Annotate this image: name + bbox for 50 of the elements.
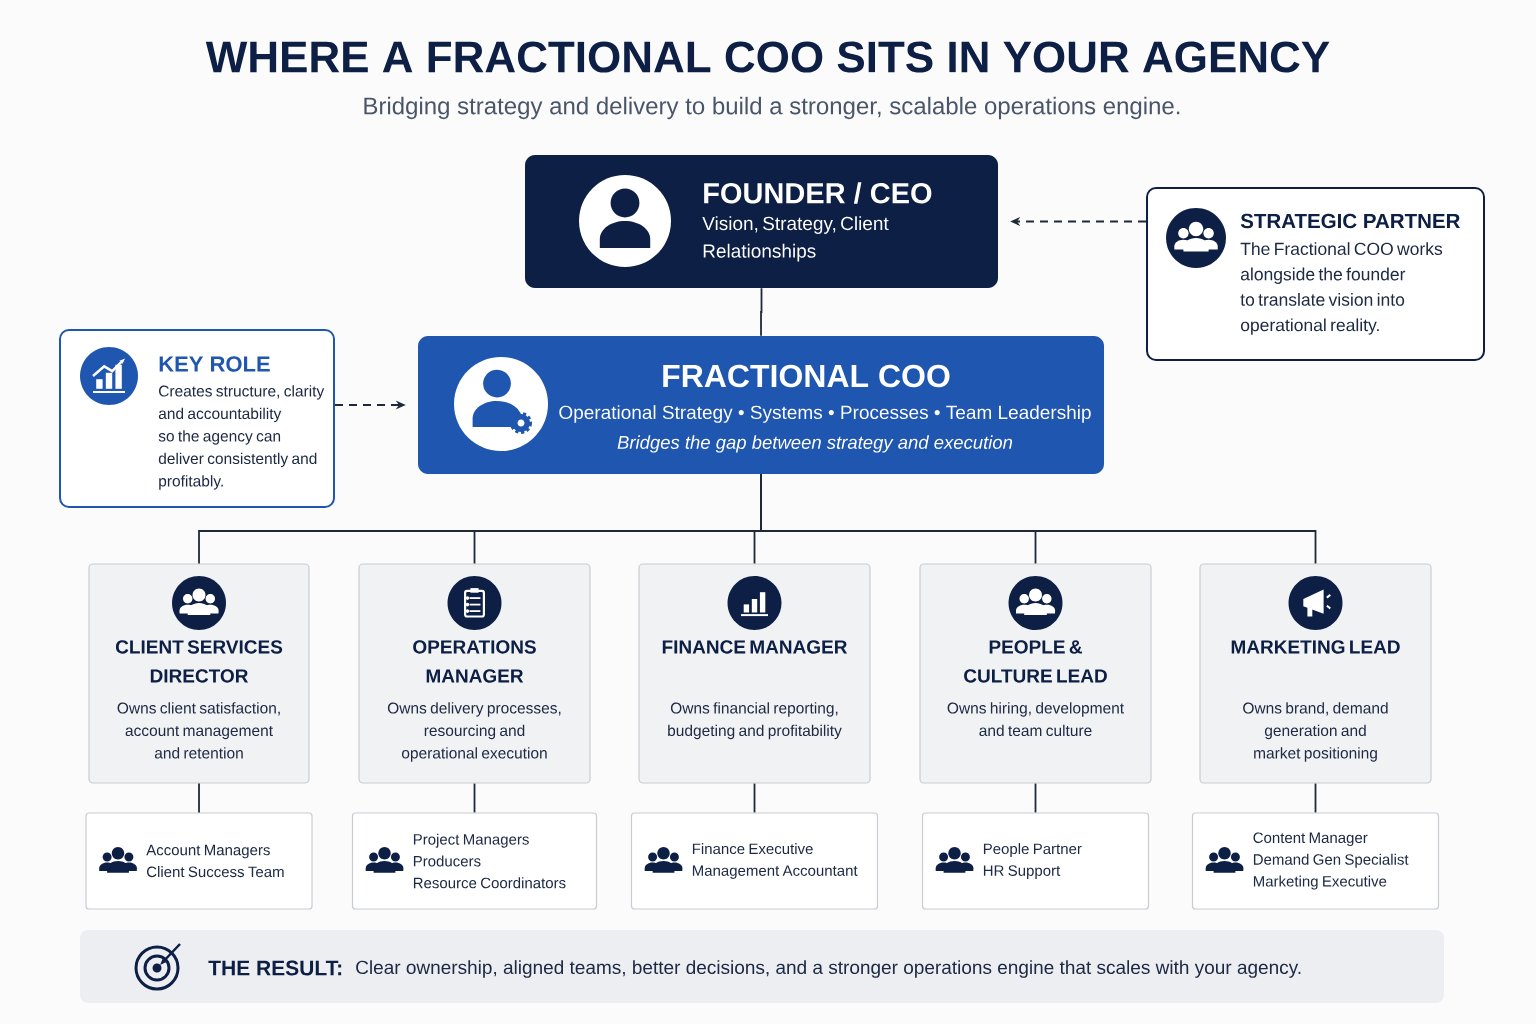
team-box	[85, 812, 313, 910]
connector-line	[1314, 782, 1317, 814]
connector-line	[760, 287, 763, 337]
box-heading: FINANCE MANAGER	[662, 640, 848, 654]
box-text: Owns brand, demand generation and market positioning	[1243, 702, 1388, 762]
box-text: Owns delivery processes, resourcing and operational execution	[387, 702, 561, 762]
callout-box	[59, 329, 335, 508]
result-banner	[80, 930, 1444, 1003]
team-list: Finance Executive Management Accountant	[692, 843, 858, 879]
coo-box	[418, 336, 1104, 474]
box-heading: STRATEGIC PARTNER	[1240, 213, 1460, 229]
connector-line	[198, 782, 200, 814]
founder-box	[525, 155, 998, 288]
box-text: Owns hiring, development and team culture	[947, 702, 1124, 737]
team-box	[921, 812, 1150, 910]
role-box	[358, 563, 591, 784]
box-text: Owns client satisfaction, account management and retention	[117, 702, 280, 759]
callout-box	[1146, 187, 1485, 361]
team-list: Content Manager Demand Gen Specialist Marketing Executive	[1253, 832, 1409, 890]
result-text: Clear ownership, aligned teams, better decisions, and a stronger operations engine that scales with your agency.	[356, 960, 1301, 978]
role-box	[919, 563, 1152, 784]
role-box	[88, 563, 310, 784]
connector-line	[473, 782, 476, 814]
team-list: People Partner HR Support	[983, 843, 1082, 879]
team-box	[1191, 812, 1440, 910]
connector-line	[753, 782, 756, 814]
role-box	[638, 563, 871, 784]
box-heading: PEOPLE & CULTURE LEAD	[964, 640, 1107, 683]
box-text: The Fractional COO works alongside the founder to translate vision into operational reality.	[1240, 242, 1443, 335]
box-heading: FOUNDER / CEO	[704, 182, 932, 204]
connector-line	[1034, 782, 1037, 814]
connector-line	[760, 473, 1317, 565]
title: WHERE A FRACTIONAL COO SITS IN YOUR AGENCY	[205, 41, 1330, 73]
result-heading: THE RESULT:	[208, 960, 342, 976]
box-heading: OPERATIONS MANAGER	[413, 640, 536, 683]
box-text: Operational Strategy • Systems • Processes • Team Leadership	[559, 405, 1091, 423]
box-text: Vision, Strategy, Client Relationships	[702, 216, 889, 262]
role-box	[1199, 563, 1432, 784]
box-heading: MARKETING LEAD	[1231, 640, 1400, 654]
team-box	[630, 812, 879, 910]
box-heading: CLIENT SERVICES DIRECTOR	[115, 640, 283, 683]
box-heading: FRACTIONAL COO	[663, 364, 950, 388]
subtitle: Bridging strategy and delivery to build a stronger, scalable operations engine.	[364, 96, 1180, 120]
box-text: Creates structure, clarity and accountability so the agency can deliver consistently and profitably.	[158, 385, 325, 490]
box-heading: KEY ROLE	[159, 356, 270, 372]
box-text: Bridges the gap between strategy and execution	[617, 435, 1013, 453]
box-text: Owns financial reporting, budgeting and profitability	[668, 702, 842, 740]
team-box	[351, 812, 598, 910]
team-list: Account Managers Client Success Team	[146, 844, 284, 878]
team-list: Project Managers Producers Resource Coordinators	[413, 833, 566, 889]
